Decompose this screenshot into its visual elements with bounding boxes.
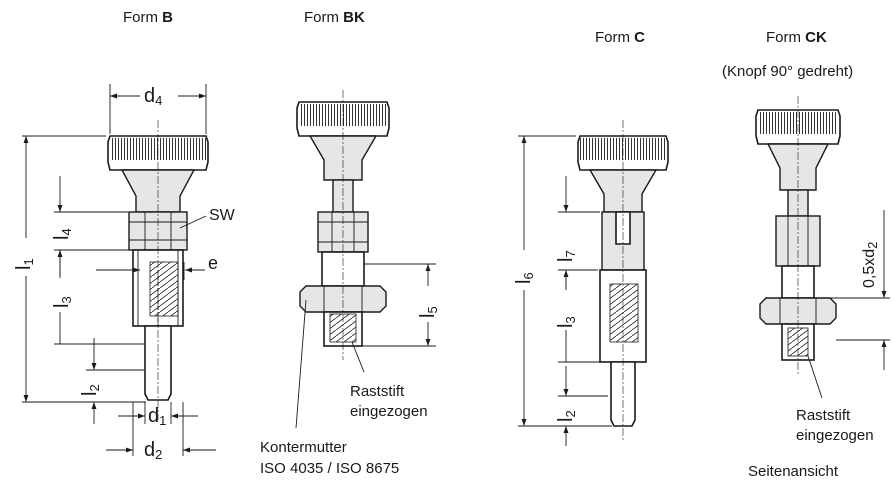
dim-d1: d1 bbox=[148, 405, 167, 428]
dim-l2: l2 bbox=[79, 384, 102, 396]
form-b-dimensions bbox=[22, 84, 216, 456]
dim-sw: SW bbox=[209, 207, 235, 224]
dim-l1: l1 bbox=[13, 258, 36, 270]
bk-raststift-label: Raststift bbox=[350, 383, 405, 400]
form-c-drawing bbox=[518, 120, 669, 446]
seitenansicht-label: Seitenansicht bbox=[748, 463, 839, 480]
dim-e: e bbox=[208, 253, 219, 273]
dim-l4: l4 bbox=[51, 228, 74, 240]
bk-eingezogen-label: eingezogen bbox=[350, 403, 428, 420]
dim-half-d2: 0,5xd2 bbox=[861, 241, 880, 288]
form-ck-note: (Knopf 90° gedreht) bbox=[722, 63, 854, 80]
dim-l5: l5 bbox=[417, 306, 440, 318]
dim-d4: d4 bbox=[144, 85, 163, 108]
dim-d2: d2 bbox=[144, 439, 163, 462]
dim-c-l2: l2 bbox=[555, 410, 578, 422]
dim-l6: l6 bbox=[513, 272, 536, 284]
ck-raststift-label: Raststift bbox=[796, 407, 851, 424]
form-ck-title: Form CK bbox=[766, 29, 827, 46]
form-b-title: Form B bbox=[123, 9, 174, 26]
form-bk-drawing bbox=[295, 90, 436, 429]
form-ck-drawing bbox=[755, 96, 890, 399]
kontermutter-standard-label: ISO 4035 / ISO 8675 bbox=[260, 460, 400, 477]
form-bk-title: Form BK bbox=[304, 9, 365, 26]
dim-c-l3: l3 bbox=[555, 316, 578, 328]
dim-l7: l7 bbox=[555, 250, 578, 262]
ck-eingezogen-label: eingezogen bbox=[796, 427, 874, 444]
form-c-title: Form C bbox=[595, 29, 646, 46]
form-b-drawing bbox=[107, 120, 209, 420]
dim-l3: l3 bbox=[51, 296, 74, 308]
kontermutter-label: Kontermutter bbox=[260, 439, 347, 456]
